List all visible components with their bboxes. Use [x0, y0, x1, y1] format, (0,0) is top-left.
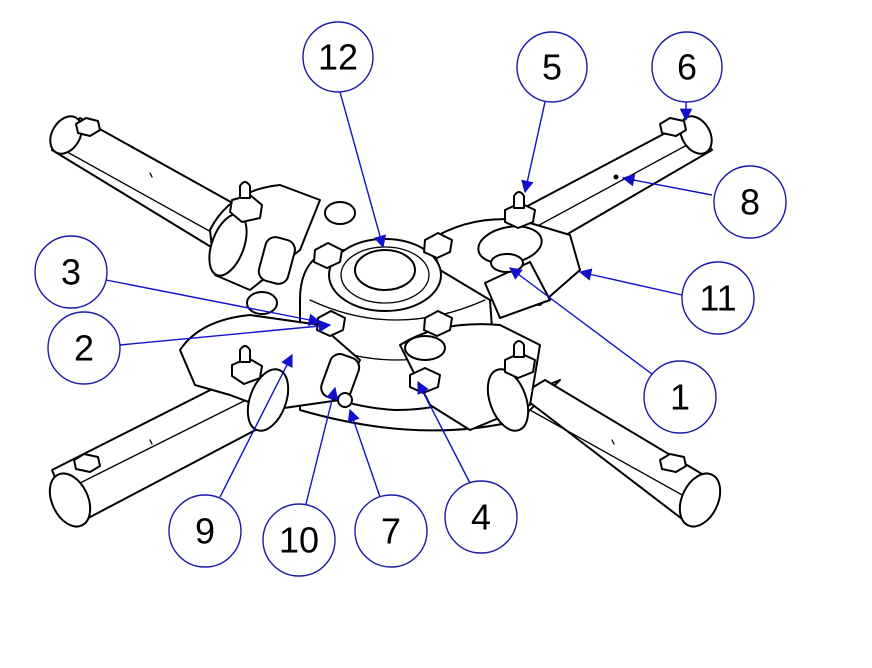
clamp-upper-right: [429, 191, 581, 319]
callout-10-label: 10: [279, 520, 319, 561]
callout-3: 3: [34, 235, 108, 309]
hex-nut-lower-left: [73, 453, 101, 473]
callout-8: 8: [713, 165, 787, 239]
callout-8-label: 8: [740, 182, 760, 223]
callout-11-label: 11: [699, 278, 736, 319]
callout-9: 9: [168, 494, 242, 568]
callout-7-label: 7: [381, 511, 401, 552]
arm-upper-right: [519, 115, 713, 251]
assembly-drawing: [48, 115, 722, 528]
arm-lower-left: [48, 374, 266, 528]
hub-bore: [328, 238, 442, 312]
hex-nut-lower-right: [659, 453, 687, 473]
callout-12: 12: [302, 21, 374, 93]
callout-12-label: 12: [318, 37, 358, 78]
callout-2: 2: [47, 311, 121, 385]
hex-nut-upper-right: [659, 117, 687, 137]
callout-1-label: 1: [670, 377, 690, 418]
callout-5: 5: [516, 31, 588, 103]
callout-7: 7: [354, 494, 428, 568]
callout-3-label: 3: [61, 252, 81, 293]
callout-10: 10: [262, 503, 336, 577]
callout-4-label: 4: [471, 497, 491, 538]
clamp-lower-left: [179, 314, 361, 432]
arm-upper-left: [49, 115, 239, 251]
arm-lower-right: [519, 379, 722, 528]
callout-11: 11: [681, 261, 755, 335]
callout-1: 1: [643, 360, 717, 434]
callout-9-label: 9: [195, 511, 215, 552]
callout-4: 4: [444, 480, 518, 554]
hex-nut-upper-left: [75, 117, 101, 137]
callout-6: 6: [651, 31, 723, 103]
callout-2-label: 2: [74, 328, 94, 369]
callout-6-label: 6: [677, 47, 697, 88]
callout-5-label: 5: [542, 47, 562, 88]
clamp-upper-left: [208, 181, 321, 291]
clamp-lower-right: [399, 323, 541, 432]
leader-lines: [105, 91, 713, 509]
